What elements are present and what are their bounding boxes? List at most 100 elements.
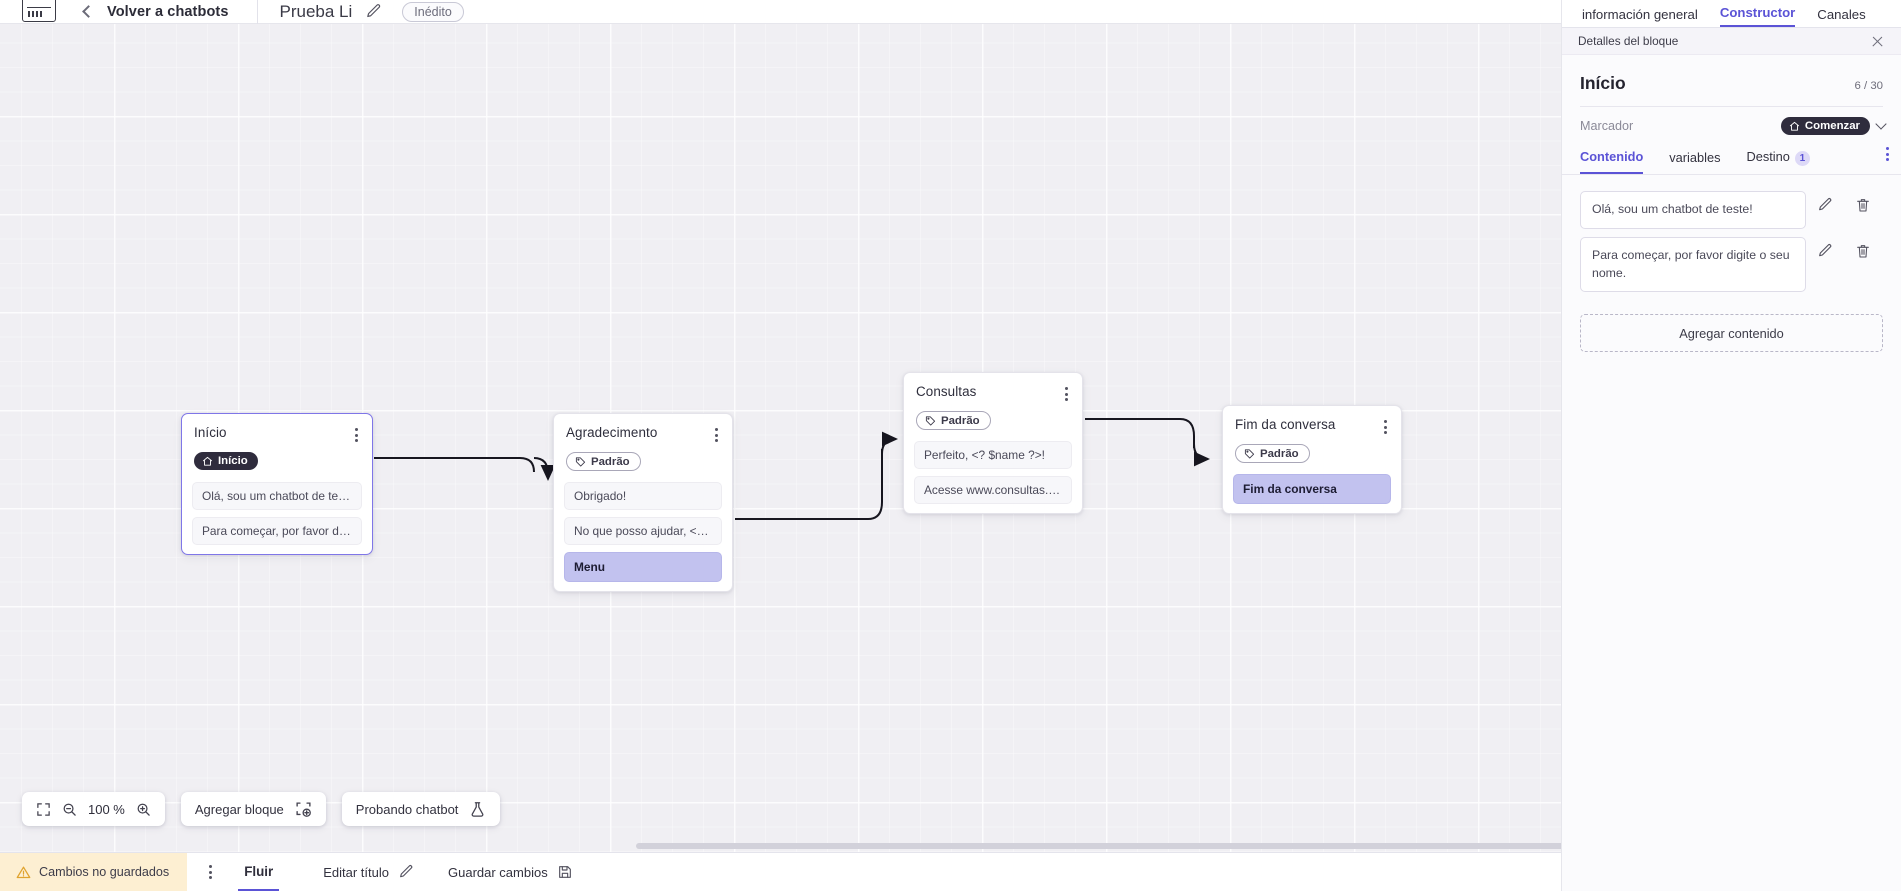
status-bar: Cambios no guardados Fluir Editar título… xyxy=(0,852,1561,891)
pencil-icon[interactable] xyxy=(1806,197,1844,213)
canvas-horizontal-scrollbar[interactable] xyxy=(636,843,1561,849)
right-panel: información general Constructor Canales … xyxy=(1561,0,1901,891)
node-title: Fim da conversa xyxy=(1235,417,1336,432)
add-block-label: Agregar bloque xyxy=(194,801,284,817)
chevron-left-icon[interactable] xyxy=(82,5,95,18)
node-header: Início xyxy=(182,414,372,445)
add-block-button[interactable]: Agregar bloque xyxy=(180,792,326,826)
pencil-icon xyxy=(398,864,414,880)
home-icon xyxy=(1789,121,1800,131)
node-title: Consultas xyxy=(916,384,977,399)
node-badge-padrao[interactable]: Padrão xyxy=(566,452,641,471)
node-badge-row: Início xyxy=(182,445,372,472)
node-message[interactable]: Perfeito, <? $name ?>! xyxy=(914,441,1072,469)
divider xyxy=(1580,106,1883,107)
tab-contenido[interactable]: Contenido xyxy=(1580,149,1644,174)
zoom-controls[interactable]: 100 % xyxy=(22,792,165,826)
content-row-actions xyxy=(1806,191,1882,213)
flow-node-consultas[interactable]: Consultas Padrão Perfeito, <? $name ?>! … xyxy=(903,372,1083,514)
node-message-end[interactable]: Fim da conversa xyxy=(1233,474,1391,504)
tag-icon xyxy=(925,416,936,426)
back-to-chatbots-link[interactable]: Volver a chatbots xyxy=(107,3,229,20)
unsaved-changes-label: Cambios no guardados xyxy=(39,865,170,879)
pencil-icon[interactable] xyxy=(365,3,382,20)
marker-row: Marcador Comenzar xyxy=(1562,107,1901,135)
content-row-actions xyxy=(1806,237,1882,259)
tag-icon xyxy=(1244,449,1255,459)
kebab-menu-icon[interactable] xyxy=(353,425,360,445)
content-text[interactable]: Para começar, por favor digite o seu nom… xyxy=(1580,236,1806,293)
flow-canvas[interactable]: Início Início Olá, sou um chatbot de tes… xyxy=(0,24,1561,852)
tab-constructor[interactable]: Constructor xyxy=(1719,5,1796,27)
node-message[interactable]: No que posso ajudar, <? $name ... xyxy=(564,517,722,545)
kebab-menu-icon[interactable] xyxy=(209,865,213,879)
trash-icon[interactable] xyxy=(1844,243,1882,259)
node-message[interactable]: Olá, sou um chatbot de teste! xyxy=(192,481,362,510)
node-title: Início xyxy=(194,425,227,440)
node-header: Agradecimento xyxy=(554,414,732,445)
save-disk-icon xyxy=(557,864,573,880)
tab-fluir[interactable]: Fluir xyxy=(238,853,280,891)
zoom-in-icon[interactable] xyxy=(136,802,151,817)
pencil-icon[interactable] xyxy=(1806,243,1844,259)
content-text[interactable]: Olá, sou um chatbot de teste! xyxy=(1580,191,1806,229)
warning-triangle-icon xyxy=(16,865,31,880)
node-message[interactable]: Acesse www.consultas.com par... xyxy=(914,476,1072,504)
marker-controls: Comenzar xyxy=(1780,117,1887,135)
chevron-down-icon[interactable] xyxy=(1875,118,1887,130)
home-icon xyxy=(202,456,213,466)
flow-node-fim-da-conversa[interactable]: Fim da conversa Padrão Fim da conversa xyxy=(1222,405,1402,514)
tab-informacion-general[interactable]: información general xyxy=(1582,7,1698,22)
add-content-button[interactable]: Agregar contenido xyxy=(1580,314,1883,353)
trash-icon[interactable] xyxy=(1844,197,1882,213)
node-badge-label: Padrão xyxy=(591,455,630,468)
marker-badge-comenzar[interactable]: Comenzar xyxy=(1780,117,1870,135)
node-badge-label: Início xyxy=(218,455,248,467)
zoom-out-icon[interactable] xyxy=(62,802,77,817)
node-header: Fim da conversa xyxy=(1223,406,1401,437)
panel-subheader: Detalles del bloque xyxy=(1562,28,1901,55)
page-title: Prueba Li xyxy=(279,1,353,21)
block-title: Início xyxy=(1580,73,1626,93)
edit-title-label: Editar título xyxy=(323,864,389,880)
tab-destino-count: 1 xyxy=(1794,151,1810,166)
app-logo-icon[interactable] xyxy=(22,0,56,22)
node-badge-padrao[interactable]: Padrão xyxy=(1235,444,1310,463)
node-badge-row: Padrão xyxy=(904,404,1082,431)
node-badge-padrao[interactable]: Padrão xyxy=(916,411,991,430)
marker-label: Marcador xyxy=(1580,119,1634,133)
node-messages: Olá, sou um chatbot de teste! Para começ… xyxy=(182,472,372,545)
flow-node-agradecimento[interactable]: Agradecimento Padrão Obrigado! No que po… xyxy=(553,413,733,592)
content-list: Olá, sou um chatbot de teste! Para xyxy=(1562,175,1901,293)
node-message[interactable]: Obrigado! xyxy=(564,482,722,510)
zoom-level: 100 % xyxy=(88,801,125,817)
flow-node-inicio[interactable]: Início Início Olá, sou um chatbot de tes… xyxy=(181,413,373,555)
toolbar-divider xyxy=(256,0,258,32)
edit-title-button[interactable]: Editar título xyxy=(323,864,414,880)
node-messages: Perfeito, <? $name ?>! Acesse www.consul… xyxy=(904,431,1082,504)
flask-icon xyxy=(469,801,486,818)
tab-variables[interactable]: variables xyxy=(1669,150,1721,165)
block-counter: 6 / 30 xyxy=(1854,80,1884,92)
node-messages: Fim da conversa xyxy=(1223,464,1401,504)
save-changes-label: Guardar cambios xyxy=(448,864,548,880)
marker-badge-label: Comenzar xyxy=(1804,120,1860,132)
panel-tabs: información general Constructor Canales xyxy=(1562,0,1901,28)
kebab-menu-icon[interactable] xyxy=(1382,417,1389,437)
node-message-menu[interactable]: Menu xyxy=(564,552,722,582)
test-chatbot-button[interactable]: Probando chatbot xyxy=(341,792,501,826)
node-badge-inicio[interactable]: Início xyxy=(194,452,258,470)
content-item: Olá, sou um chatbot de teste! xyxy=(1580,191,1883,229)
kebab-menu-icon[interactable] xyxy=(713,425,720,445)
fit-screen-icon[interactable] xyxy=(36,802,51,817)
save-changes-button[interactable]: Guardar cambios xyxy=(448,864,573,880)
tag-icon xyxy=(575,457,586,467)
node-message[interactable]: Para começar, por favor digite o ... xyxy=(192,516,362,545)
tab-canales[interactable]: Canales xyxy=(1817,7,1866,22)
test-chatbot-label: Probando chatbot xyxy=(355,801,459,817)
kebab-menu-icon[interactable] xyxy=(1063,384,1070,404)
close-icon[interactable] xyxy=(1870,34,1885,49)
kebab-menu-icon[interactable] xyxy=(1886,147,1889,161)
